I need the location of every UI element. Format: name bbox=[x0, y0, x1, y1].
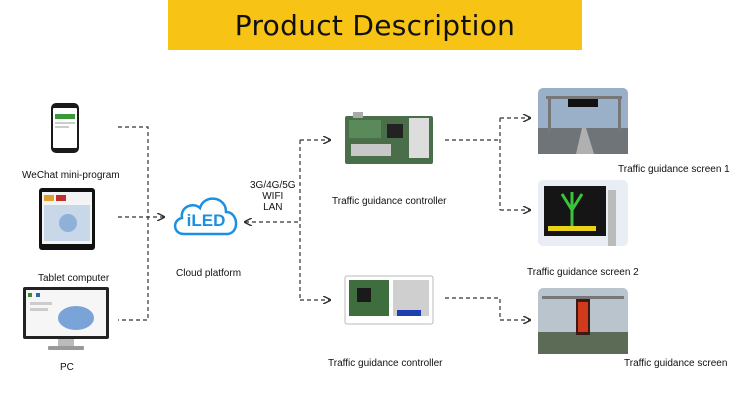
traffic-screen-2 bbox=[538, 180, 628, 251]
page-title: Product Description bbox=[234, 8, 516, 42]
tablet-label: Tablet computer bbox=[38, 273, 110, 284]
cloud-logo-text: iLED bbox=[187, 211, 226, 230]
cloud-label: Cloud platform bbox=[176, 268, 242, 279]
traffic-screen-icon bbox=[538, 88, 628, 154]
network-label: 3G/4G/5G WIFI LAN bbox=[250, 180, 296, 213]
controller-bottom-label: Traffic guidance controller bbox=[328, 358, 443, 369]
wechat-label: WeChat mini-program bbox=[22, 170, 120, 181]
network-type-wifi: WIFI bbox=[262, 191, 284, 202]
traffic-screen-icon bbox=[538, 180, 628, 246]
controller-top-label: Traffic guidance controller bbox=[332, 196, 447, 207]
cloud-icon: iLED bbox=[173, 197, 238, 236]
network-type-cellular: 3G/4G/5G bbox=[250, 180, 296, 191]
network-type-lan: LAN bbox=[263, 202, 283, 213]
traffic-screen-icon bbox=[538, 288, 628, 354]
controller-board-icon bbox=[345, 112, 433, 164]
traffic-screen-3 bbox=[538, 288, 628, 359]
pc-label: PC bbox=[60, 362, 74, 373]
title-banner: Product Description bbox=[168, 0, 582, 50]
tablet-device bbox=[38, 187, 96, 256]
controller-board-icon bbox=[344, 275, 434, 325]
cloud-platform: iLED bbox=[170, 188, 242, 245]
controller-bottom bbox=[343, 270, 435, 333]
screen2-label: Traffic guidance screen 2 bbox=[527, 267, 639, 278]
tablet-icon bbox=[39, 188, 95, 250]
traffic-screen-1 bbox=[538, 88, 628, 159]
screen1-label: Traffic guidance screen 1 bbox=[618, 164, 730, 175]
phone-device bbox=[50, 102, 80, 159]
pc-device bbox=[22, 286, 112, 361]
controller-top bbox=[343, 110, 435, 173]
screen3-label: Traffic guidance screen bbox=[624, 358, 728, 369]
pc-icon bbox=[23, 287, 109, 350]
phone-icon bbox=[51, 103, 79, 153]
